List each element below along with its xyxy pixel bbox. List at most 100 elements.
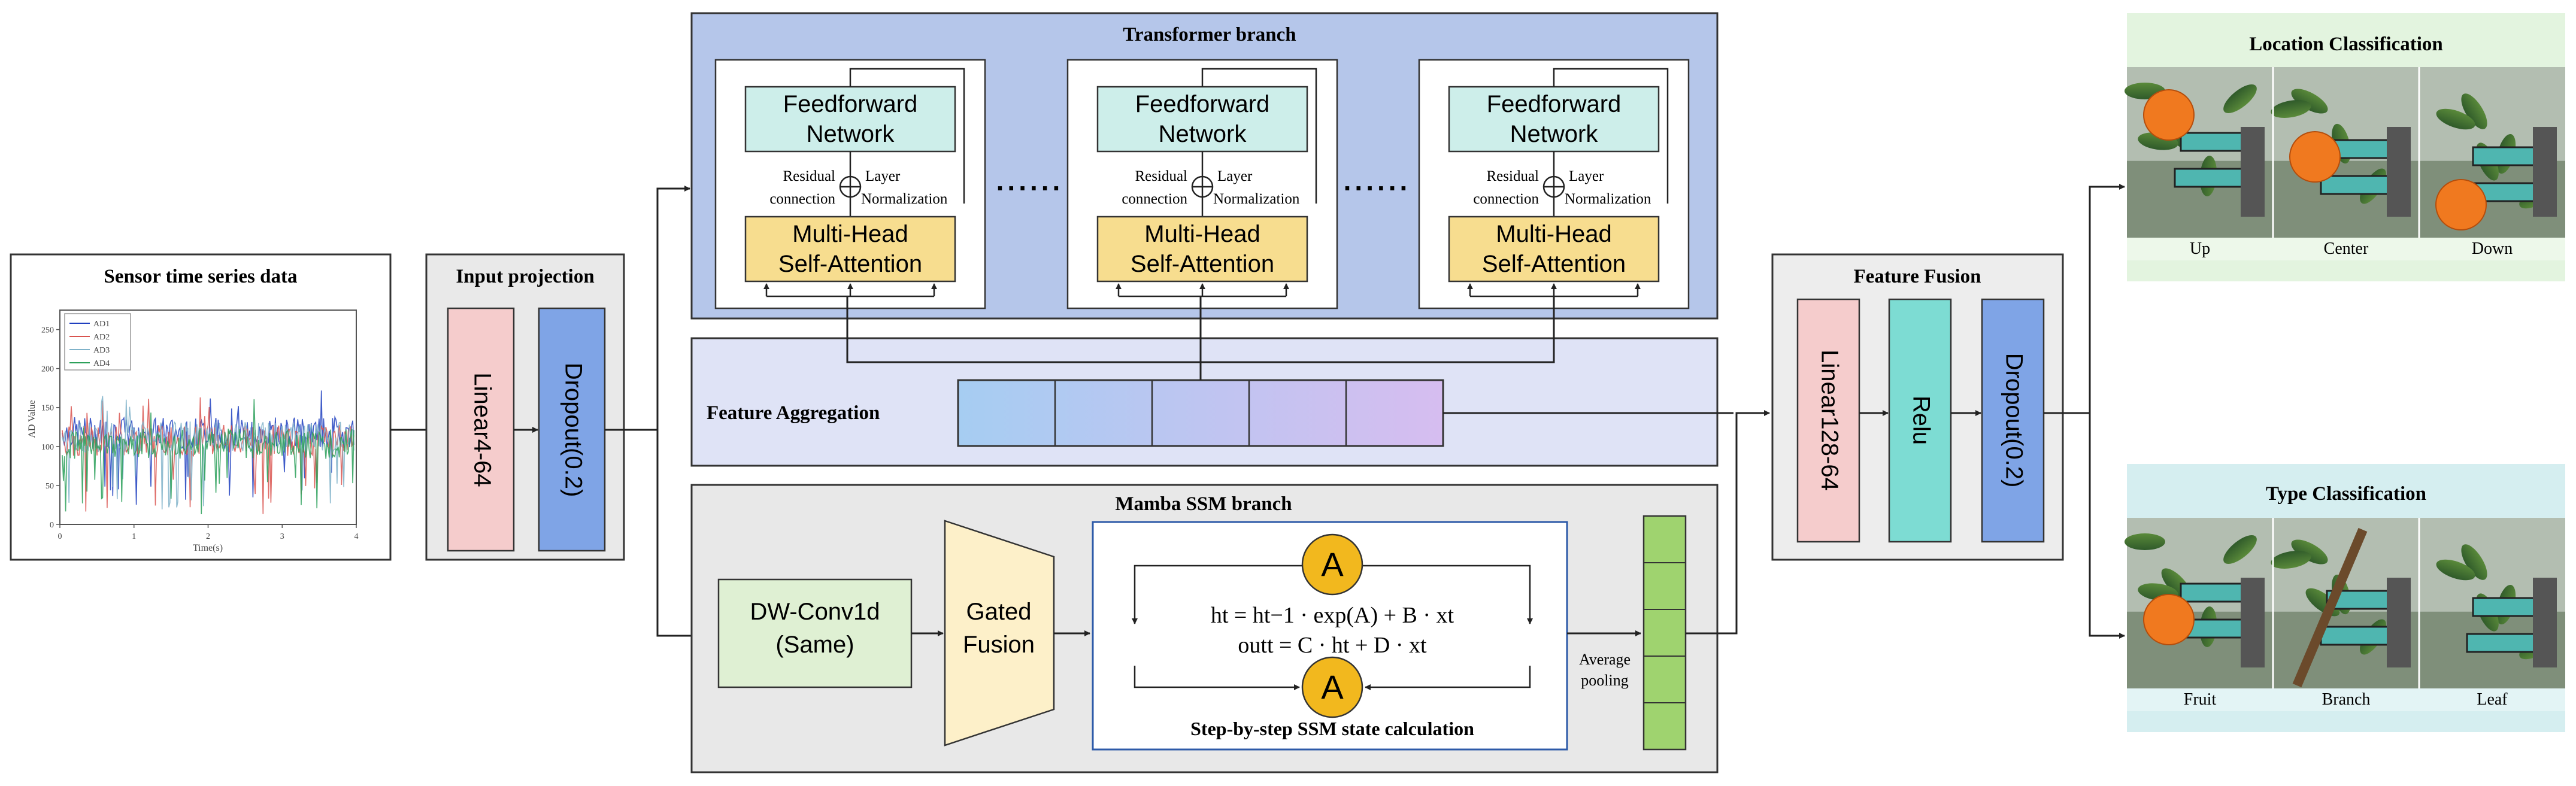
feedforward-network-block <box>1096 86 1308 153</box>
multi-head-self-attention-block <box>744 216 956 283</box>
layernorm-label-line1: Layer <box>865 168 901 184</box>
residual-label-line1: Residual <box>1135 168 1188 184</box>
pooled-vector <box>1642 515 1687 751</box>
leaf-shape <box>2291 89 2328 114</box>
location-title: Location Classification <box>2249 34 2443 55</box>
sensor-ytick-label: 250 <box>41 326 54 335</box>
mha-label-line2: Self-Attention <box>778 251 922 277</box>
linear-128-64-label: Linear128-64 <box>1816 350 1842 491</box>
sensor-legend-box <box>64 313 131 371</box>
feedforward-label-line2: Network <box>807 121 895 147</box>
dropout-input-label: Dropout(0.2) <box>560 363 586 497</box>
residual-loop <box>849 68 965 204</box>
ssm-formula-state: ht = ht−1 · exp(A) + B · xt <box>1211 603 1454 628</box>
leaf-shape <box>2271 551 2311 569</box>
transformer-block-2: FeedforwardNetworkResidualconnectionLaye… <box>1066 59 1338 309</box>
sensor-title: Sensor time series data <box>104 266 298 287</box>
arrow-to-feature-fusion <box>1686 410 1770 635</box>
leaf-shape <box>2436 559 2475 581</box>
pooling-label-line2: pooling <box>1581 672 1628 689</box>
type-photo-branch: Branch <box>2271 518 2419 711</box>
mha-label-line1: Multi-Head <box>1144 221 1260 247</box>
ssm-loop-bottom-left <box>1134 666 1300 690</box>
gripper-finger <box>2174 168 2251 188</box>
feature-fusion-title: Feature Fusion <box>1854 266 1981 287</box>
mha-label-line2: Self-Attention <box>1482 251 1626 277</box>
location-label: Down <box>2472 239 2513 258</box>
layernorm-label-line2: Normalization <box>861 191 948 207</box>
layernorm-label-line2: Normalization <box>1213 191 1300 207</box>
ssm-loop-bottom-right <box>1365 666 1531 690</box>
leaf-shape <box>2271 100 2311 118</box>
type-photo-fruit: Fruit <box>2125 518 2273 711</box>
residual-label-line1: Residual <box>783 168 836 184</box>
gripper-mount <box>2241 127 2265 217</box>
feature-aggregation-panel: Feature Aggregation <box>690 337 1719 467</box>
dropout-fusion-block <box>1981 298 2045 543</box>
gated-fusion-block <box>944 520 1055 746</box>
feedforward-network-block <box>744 86 956 153</box>
arrow-to-type <box>2089 413 2125 639</box>
ssm-loop-left <box>1132 565 1302 624</box>
arrow-to-transformer <box>605 186 690 431</box>
location-photo-center: Center <box>2271 67 2419 260</box>
gripper-mount <box>2387 127 2411 217</box>
photo-label-strip <box>2419 688 2565 711</box>
sensor-series-line-ad2 <box>62 397 354 514</box>
feedforward-label-line2: Network <box>1510 121 1599 147</box>
leaf-shape <box>2223 535 2257 565</box>
linear-4-64-label: Linear4-64 <box>469 372 495 487</box>
photo-label-strip <box>2127 688 2273 711</box>
leaf-shape <box>2461 93 2487 129</box>
ellipsis-1: ...... <box>996 165 1064 196</box>
multi-head-self-attention-block <box>1096 216 1308 283</box>
pooling-label-line1: Average <box>1579 651 1631 668</box>
feedforward-label-line2: Network <box>1159 121 1247 147</box>
arrow-to-location <box>2044 184 2125 414</box>
fruit-shape <box>2143 594 2195 645</box>
leaf-shape <box>2223 84 2257 114</box>
a-node-bottom <box>1301 656 1363 718</box>
gripper-mount <box>2533 578 2557 667</box>
branch-shape <box>2292 527 2368 688</box>
fruit-shape <box>2435 179 2487 230</box>
ssm-caption: Step-by-step SSM state calculation <box>1190 718 1474 739</box>
photo-label-strip <box>2127 238 2273 260</box>
mamba-branch-title: Mamba SSM branch <box>1115 493 1292 515</box>
mha-label-line1: Multi-Head <box>792 221 908 247</box>
a-node-bottom-label: A <box>1321 668 1344 706</box>
dw-conv1d-label-line2: (Same) <box>775 632 854 658</box>
type-label: Leaf <box>2477 690 2508 709</box>
dw-conv1d-label-line1: DW-Conv1d <box>750 599 880 625</box>
location-label: Up <box>2190 239 2210 258</box>
sensor-ytick-label: 100 <box>41 443 54 452</box>
transformer-block-3: FeedforwardNetworkResidualconnectionLaye… <box>1418 59 1690 309</box>
gated-fusion-label-line1: Gated <box>966 599 1032 625</box>
residual-label-line2: connection <box>769 191 835 207</box>
mha-label-line1: Multi-Head <box>1496 221 1611 247</box>
type-label: Branch <box>2322 690 2371 709</box>
aggregation-vector <box>957 379 1444 447</box>
sensor-legend-label: AD3 <box>93 346 110 355</box>
gripper-finger <box>2320 626 2397 646</box>
photo-label-strip <box>2273 238 2419 260</box>
sensor-ytick-label: 50 <box>46 482 54 491</box>
sensor-legend-label: AD4 <box>93 359 110 368</box>
sensor-ylabel: AD Value <box>27 400 37 438</box>
leaf-shape <box>2436 108 2475 130</box>
sensor-xtick-label: 3 <box>280 532 284 541</box>
pooled-vector-box <box>1642 515 1687 751</box>
sensor-xtick-label: 2 <box>206 532 210 541</box>
layernorm-label-line1: Layer <box>1217 168 1253 184</box>
feedforward-label-line1: Feedforward <box>783 91 918 117</box>
fruit-shape <box>2289 131 2341 183</box>
sensor-xlabel: Time(s) <box>193 543 223 553</box>
dropout-fusion-label: Dropout(0.2) <box>2001 353 2027 488</box>
sensor-legend-label: AD2 <box>93 333 110 342</box>
mha-label-line2: Self-Attention <box>1131 251 1274 277</box>
